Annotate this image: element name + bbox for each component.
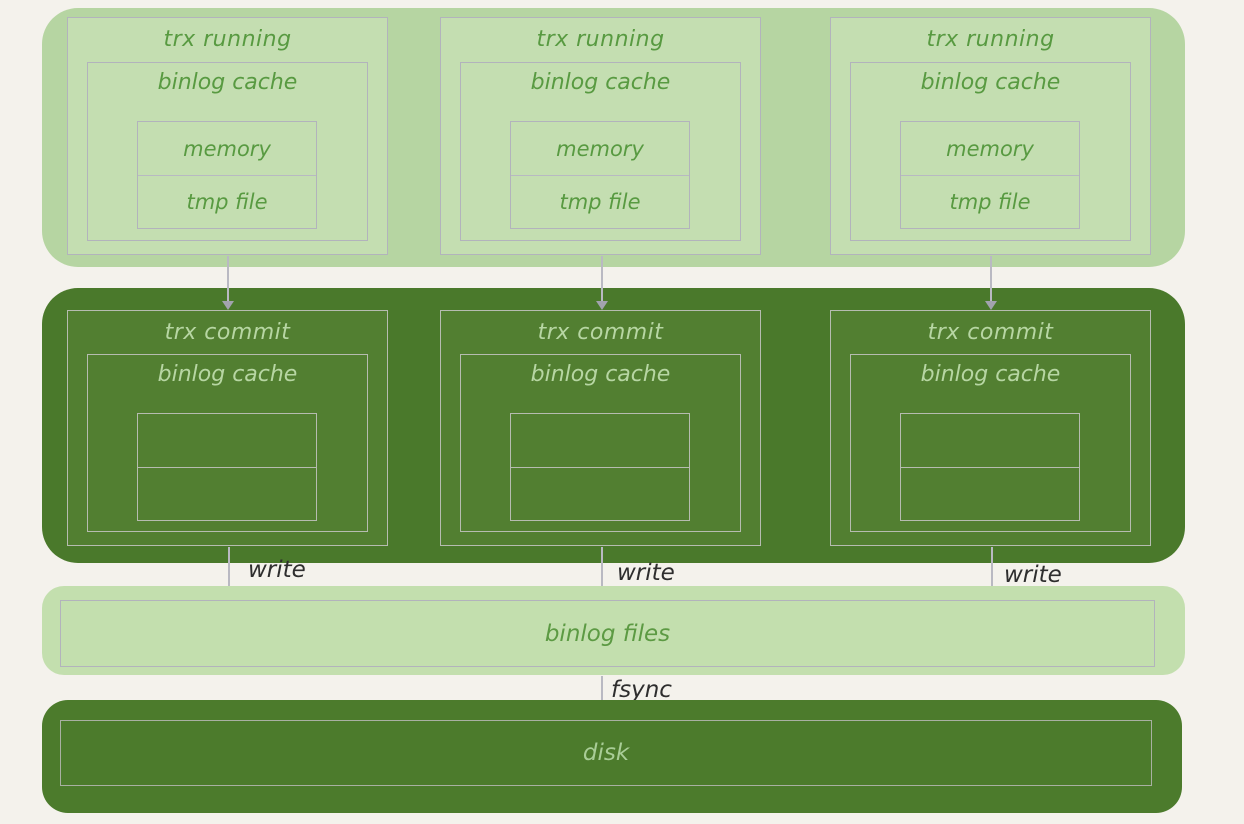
cache-cells (900, 413, 1080, 521)
trx-commit-title: trx commit (537, 320, 664, 345)
arrow-shaft (601, 256, 603, 302)
trx-commit-box: trx commit binlog cache (830, 310, 1151, 546)
write-label: write (248, 557, 306, 583)
disk-bar: disk (42, 700, 1182, 813)
empty-cell (138, 414, 316, 467)
cache-cells (510, 413, 690, 521)
arrow-shaft (227, 256, 229, 302)
memory-cell: memory (946, 136, 1034, 161)
arrow-shaft (990, 256, 992, 302)
cache-cells (137, 413, 317, 521)
arrow-head-icon (222, 301, 234, 310)
running-to-commit-arrow (595, 256, 609, 310)
trx-running-title: trx running (926, 27, 1055, 52)
commit-binlog-cache-box: binlog cache (850, 354, 1131, 532)
trx-running-title: trx running (536, 27, 665, 52)
trx-commit-box: trx commit binlog cache (67, 310, 388, 546)
binlog-cache-title: binlog cache (157, 362, 298, 387)
trx-running-box: trx running binlog cache memory tmp file (440, 17, 761, 255)
cache-cells: memory tmp file (510, 121, 690, 229)
arrow-head-icon (985, 301, 997, 310)
binlog-cache-title: binlog cache (920, 362, 1061, 387)
empty-cell (511, 467, 689, 520)
binlog-cache-title: binlog cache (530, 70, 671, 95)
binlog-cache-box: binlog cache memory tmp file (460, 62, 741, 241)
arrow-shaft (601, 547, 603, 590)
binlog-files-bar: binlog files (42, 586, 1185, 675)
write-label: write (1004, 562, 1062, 588)
cache-cells: memory tmp file (137, 121, 317, 229)
empty-cell (511, 414, 689, 467)
disk-label: disk (60, 720, 1152, 786)
binlog-cache-box: binlog cache memory tmp file (850, 62, 1131, 241)
empty-cell (138, 467, 316, 520)
trx-running-title: trx running (163, 27, 292, 52)
trx-commit-title: trx commit (927, 320, 1054, 345)
binlog-files-label: binlog files (60, 600, 1155, 667)
tmp-file-cell: tmp file (511, 175, 689, 228)
cache-cells: memory tmp file (900, 121, 1080, 229)
tmp-file-cell: tmp file (901, 175, 1079, 228)
binlog-cache-title: binlog cache (920, 70, 1061, 95)
memory-cell: memory (183, 136, 271, 161)
running-to-commit-arrow (221, 256, 235, 310)
trx-running-box: trx running binlog cache memory tmp file (67, 17, 388, 255)
fsync-label: fsync (611, 677, 672, 703)
binlog-cache-box: binlog cache memory tmp file (87, 62, 368, 241)
arrow-shaft (601, 676, 603, 710)
arrow-head-icon (596, 301, 608, 310)
running-to-commit-arrow (984, 256, 998, 310)
empty-cell (901, 414, 1079, 467)
tmp-file-cell: tmp file (138, 175, 316, 228)
arrow-shaft (991, 547, 993, 590)
write-label: write (617, 560, 675, 586)
commit-binlog-cache-box: binlog cache (87, 354, 368, 532)
binlog-cache-title: binlog cache (530, 362, 671, 387)
commit-binlog-cache-box: binlog cache (460, 354, 741, 532)
trx-commit-title: trx commit (164, 320, 291, 345)
trx-running-box: trx running binlog cache memory tmp file (830, 17, 1151, 255)
binlog-cache-title: binlog cache (157, 70, 298, 95)
arrow-shaft (228, 547, 230, 590)
trx-commit-box: trx commit binlog cache (440, 310, 761, 546)
memory-cell: memory (556, 136, 644, 161)
empty-cell (901, 467, 1079, 520)
